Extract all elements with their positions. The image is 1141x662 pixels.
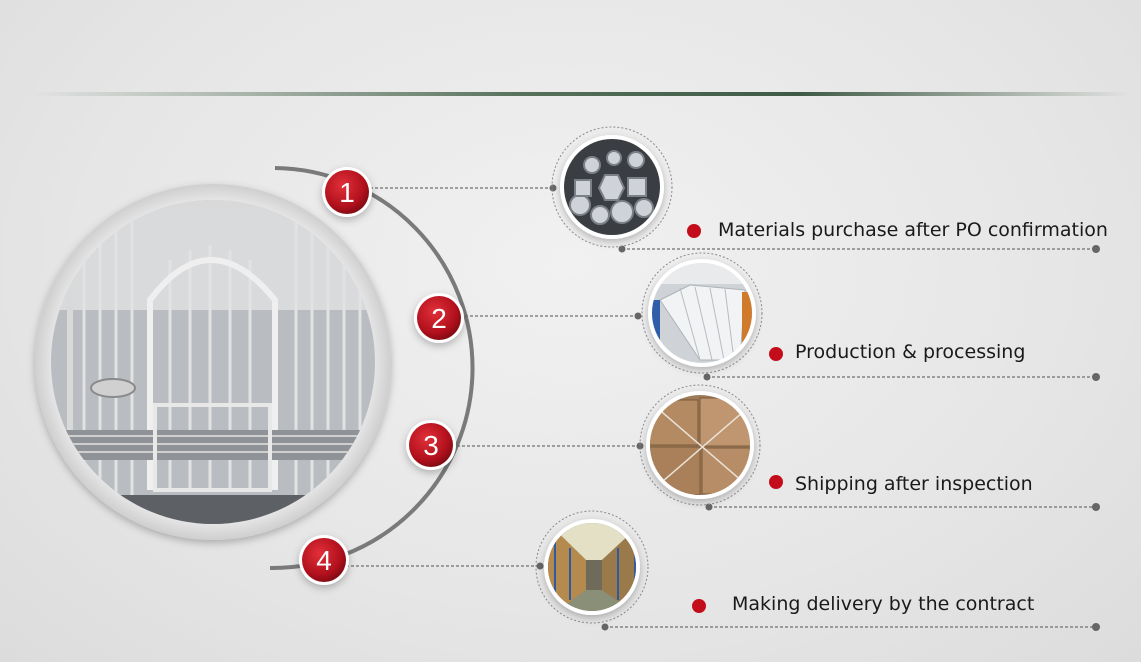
step-1-number: 1 [339, 177, 355, 208]
step-4-badge: 4 [299, 535, 349, 585]
step-3-label: Shipping after inspection [795, 473, 1033, 495]
step-4-number: 4 [316, 545, 332, 576]
step-4-image [535, 510, 649, 624]
step-2-bullet [769, 347, 783, 361]
step-4-bullet [692, 599, 706, 613]
step-3-image [639, 384, 761, 506]
step-2-image [641, 252, 763, 374]
step-3-badge: 3 [406, 420, 456, 470]
main-bird-cage-image [35, 184, 391, 540]
step-1-badge: 1 [322, 167, 372, 217]
step-4-label: Making delivery by the contract [732, 593, 1035, 615]
step-2-number: 2 [431, 303, 447, 334]
step-3-bullet [769, 475, 783, 489]
step-2-badge: 2 [414, 293, 464, 343]
step-1-bullet [687, 224, 701, 238]
step-3-number: 3 [423, 430, 439, 461]
step-1-label: Materials purchase after PO confirmation [718, 219, 1108, 241]
top-divider-line [30, 92, 1130, 96]
step-2-label: Production & processing [795, 341, 1026, 363]
step-1-image [551, 126, 673, 248]
